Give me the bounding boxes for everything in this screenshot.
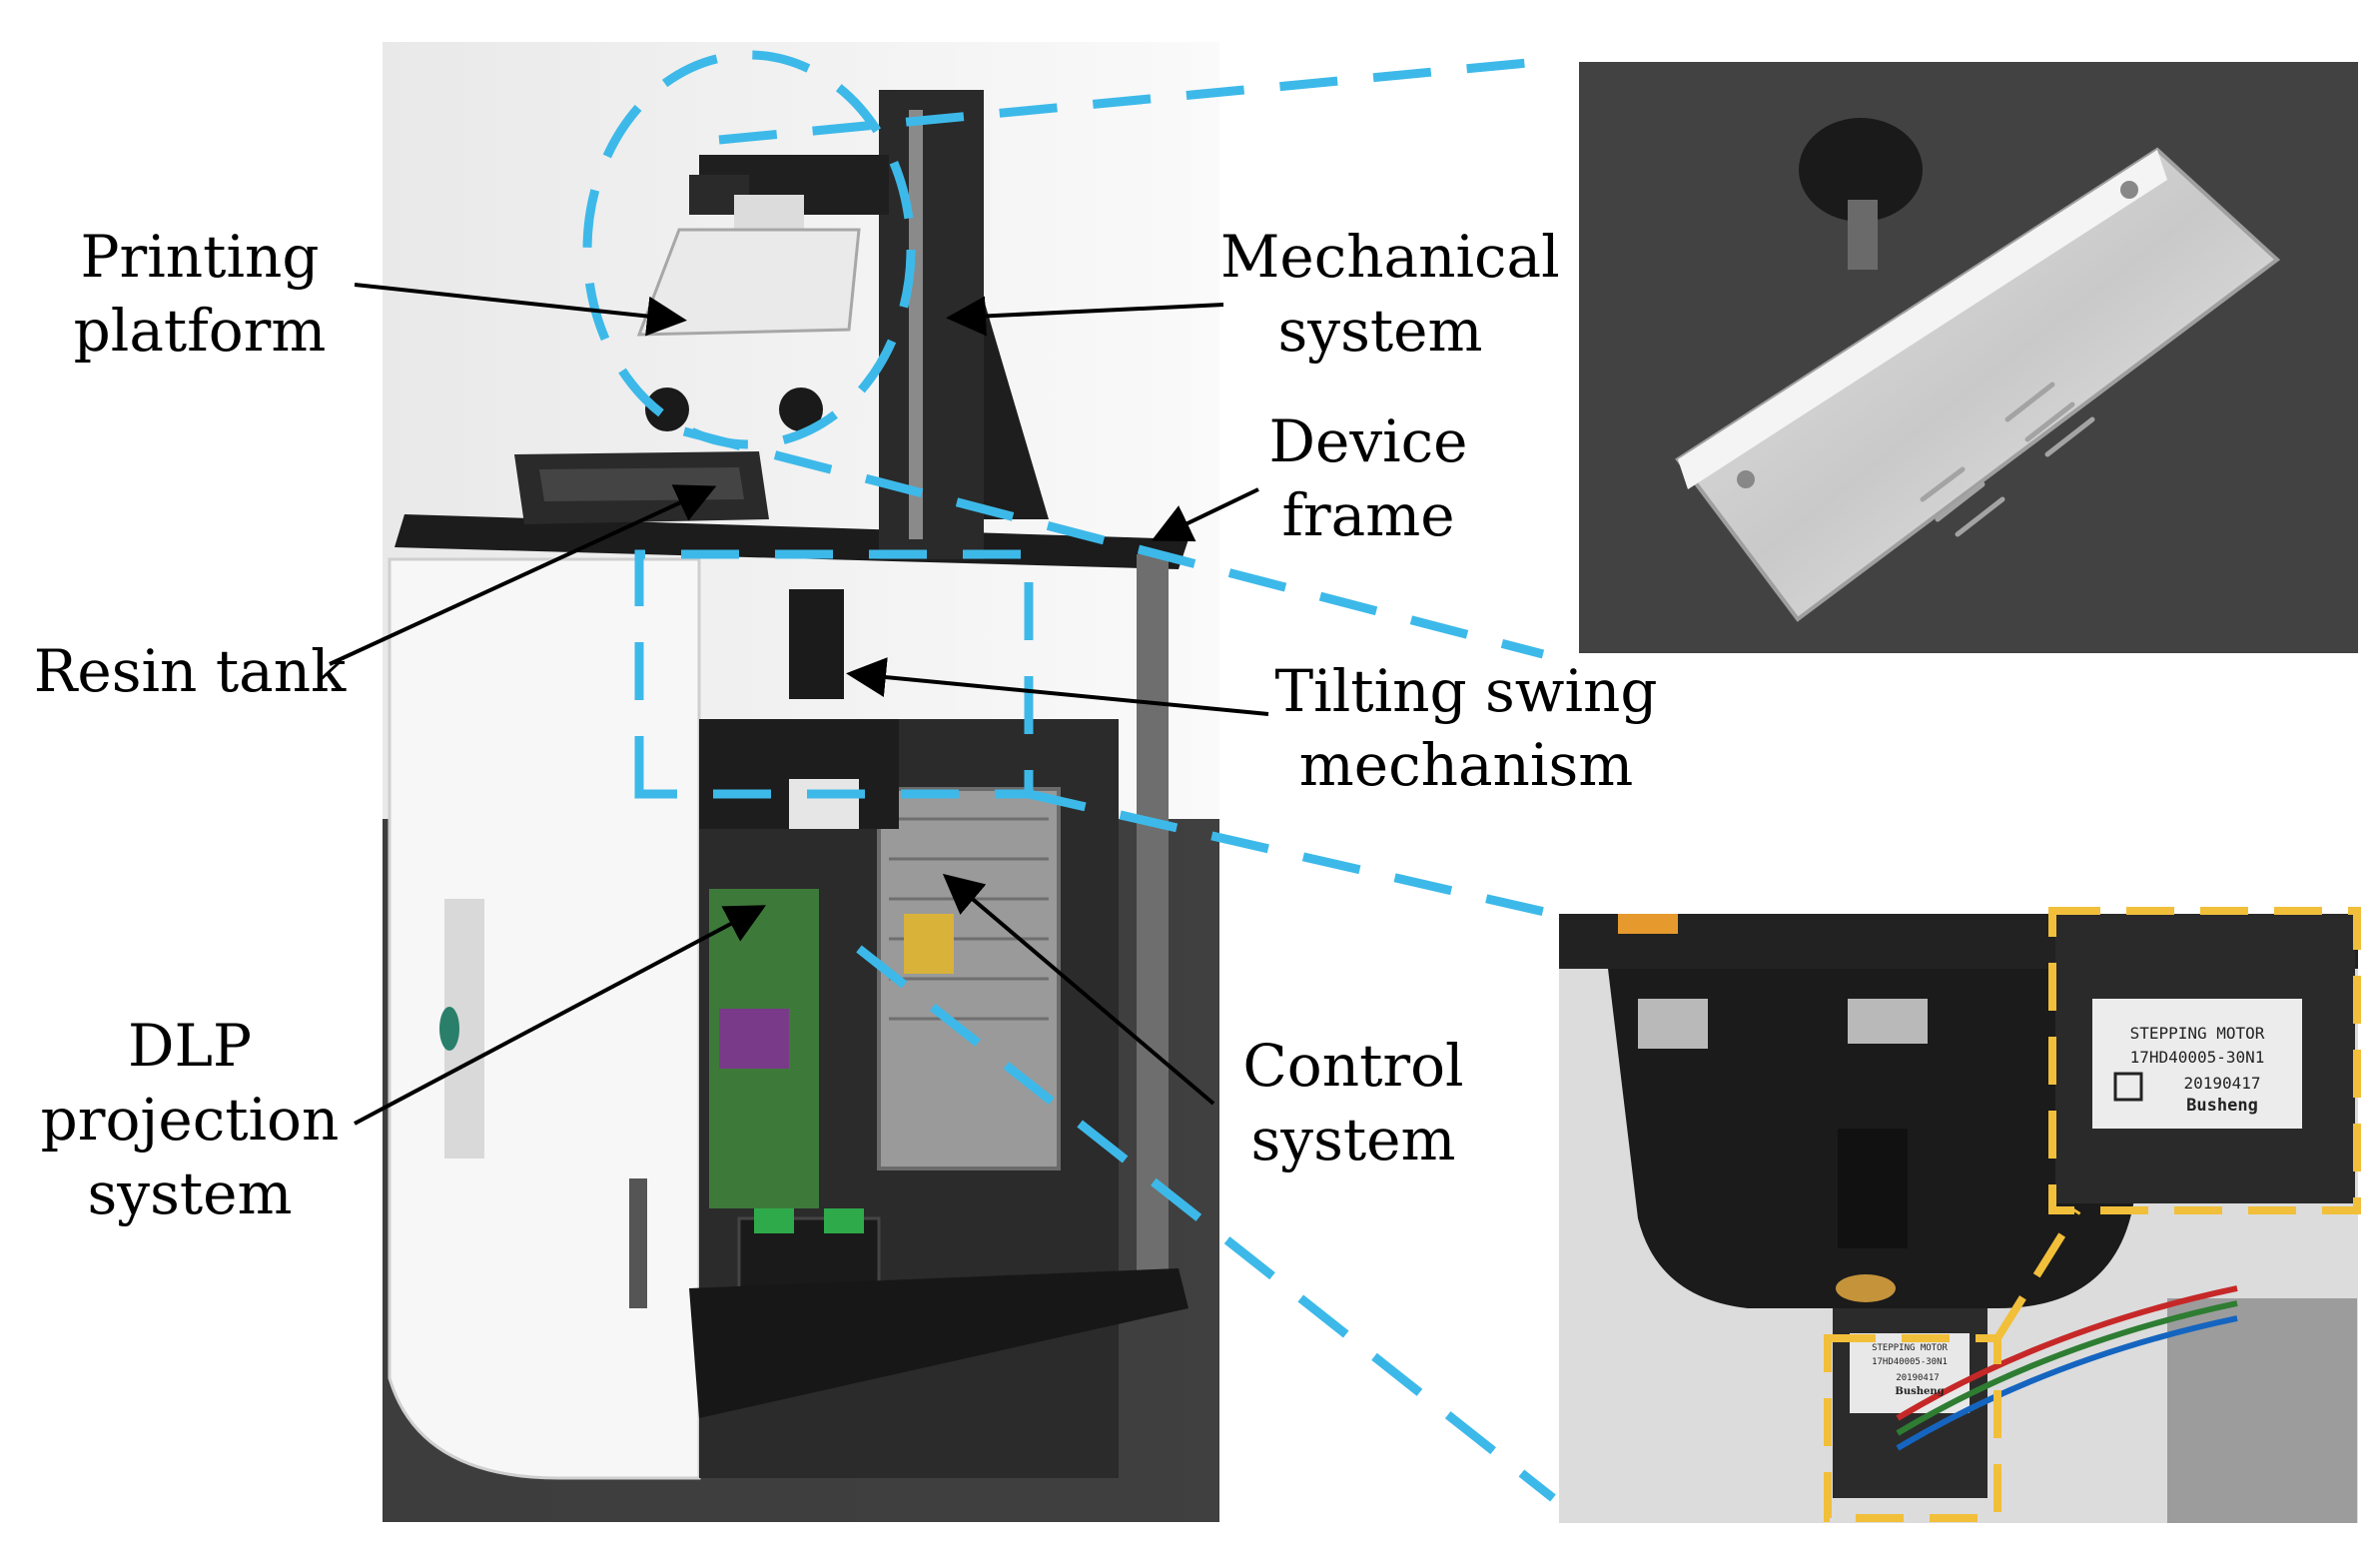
arrow-resin-tank xyxy=(329,484,717,666)
motor-box-large xyxy=(2048,907,2361,1214)
label-tilting-swing-line1: Tilting swing xyxy=(1274,657,1658,725)
callout-dashes xyxy=(582,50,1556,1502)
label-device-frame-line2: frame xyxy=(1281,481,1455,549)
platform-callout-line-bottom xyxy=(682,426,1545,659)
motor-logo-icon xyxy=(2113,1072,2143,1102)
motor-box-small xyxy=(1824,1334,2001,1522)
mechanism-callout-line-bottom xyxy=(856,945,1556,1502)
motor-box-link xyxy=(1993,1207,2081,1341)
motor-label-brand: Busheng xyxy=(2186,1096,2258,1116)
label-printing-platform: Printing platform xyxy=(60,220,340,368)
label-dlp-projection-system: DLP projection system xyxy=(30,1009,350,1230)
label-device-frame: Device frame xyxy=(1243,404,1493,552)
platform-callout-line-top xyxy=(718,57,1539,145)
label-dlp-projection-line1: DLP xyxy=(127,1012,253,1080)
label-resin-tank-line1: Resin tank xyxy=(33,637,347,705)
motor-boxes xyxy=(1824,907,2361,1522)
label-device-frame-line1: Device xyxy=(1268,407,1468,475)
mechanism-inset-photo xyxy=(1559,914,2358,1523)
label-control-system-line1: Control xyxy=(1242,1032,1464,1100)
label-mechanical-system-line2: system xyxy=(1277,297,1483,365)
label-mechanical-system: Mechanical system xyxy=(1220,220,1560,368)
label-dlp-projection-line3: system xyxy=(87,1160,293,1227)
motor-label-line3: 20190417 xyxy=(2183,1074,2260,1093)
small-motor-label-line3: 20190417 xyxy=(1896,1373,1939,1383)
arrow-device-frame xyxy=(1151,487,1259,542)
platform-inset-photo xyxy=(1579,62,2358,653)
arrow-tilting-swing xyxy=(846,657,1269,716)
label-mechanical-system-line1: Mechanical xyxy=(1220,223,1560,291)
small-motor-label-line1: STEPPING MOTOR xyxy=(1872,1343,1948,1353)
pointer-arrows xyxy=(329,283,1269,1126)
label-printing-platform-line2: platform xyxy=(73,297,327,365)
arrow-control-system xyxy=(942,873,1215,1106)
arrow-mechanical-system xyxy=(946,296,1224,337)
device-photo xyxy=(383,42,1219,1522)
label-dlp-projection-line2: projection xyxy=(40,1086,340,1154)
label-printing-platform-line1: Printing xyxy=(80,223,320,291)
motor-label-line1: STEPPING MOTOR xyxy=(2130,1024,2265,1043)
label-resin-tank: Resin tank xyxy=(30,634,350,708)
label-tilting-swing-line2: mechanism xyxy=(1298,731,1634,799)
small-motor-label-brand: Busheng xyxy=(1895,1386,1944,1397)
arrow-dlp-projection xyxy=(354,905,767,1126)
motor-label-line2: 17HD40005-30N1 xyxy=(2130,1048,2265,1067)
arrow-printing-platform xyxy=(354,283,687,337)
label-control-system: Control system xyxy=(1213,1029,1493,1176)
small-motor-label-line2: 17HD40005-30N1 xyxy=(1872,1357,1948,1367)
label-tilting-swing-mechanism: Tilting swing mechanism xyxy=(1266,654,1666,802)
label-control-system-line2: system xyxy=(1250,1106,1456,1173)
platform-callout-ellipse xyxy=(582,50,916,449)
